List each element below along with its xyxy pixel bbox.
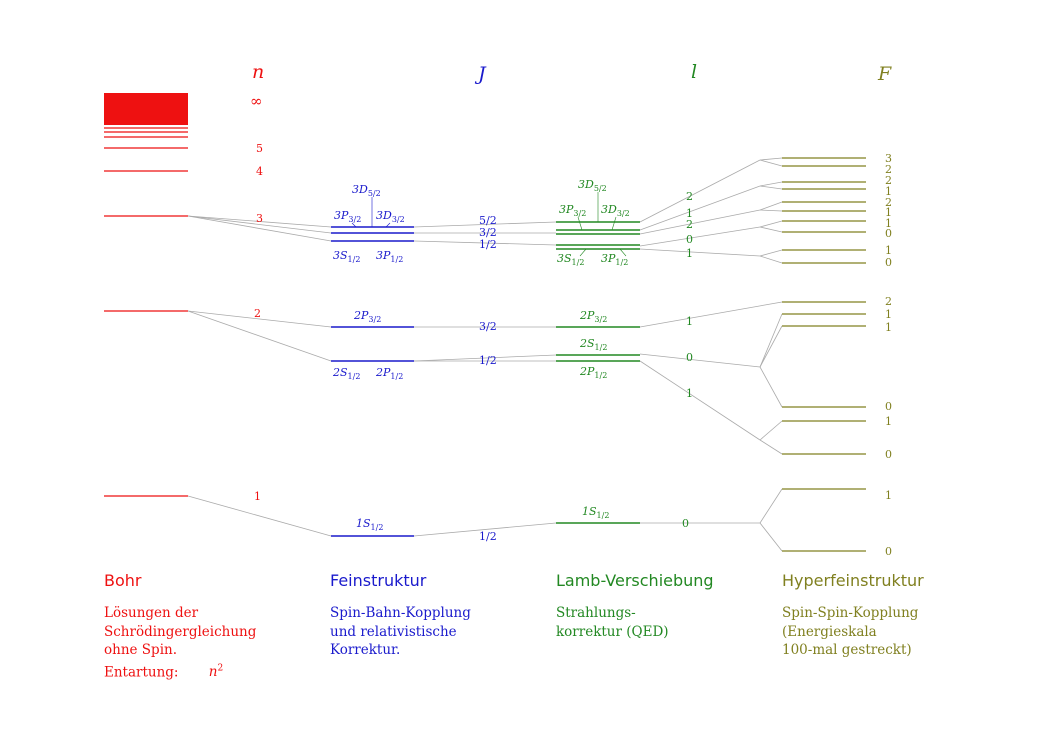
- header-J: J: [474, 63, 487, 85]
- n-label-1: 1: [254, 490, 261, 503]
- header-n: n: [252, 61, 264, 83]
- lamb-2P32-label: 2P3/2: [579, 309, 607, 324]
- bohr-continuum-block: [104, 93, 188, 125]
- j-label-n1-12: 1/2: [479, 530, 497, 543]
- bohr-title: Bohr: [104, 571, 142, 590]
- l-label-5: 1: [686, 315, 693, 328]
- f-label-11: 1: [885, 308, 892, 321]
- connector-lines: [187, 157, 783, 552]
- f-label-1: 2: [885, 163, 892, 176]
- hyper-desc-line: 100-mal gestreckt): [782, 642, 912, 658]
- l-label-4: 1: [686, 247, 693, 260]
- j-label-n3-12: 1/2: [479, 238, 497, 251]
- l-label-6: 0: [686, 351, 693, 364]
- f-label-5: 1: [885, 206, 892, 219]
- l-label-2: 2: [686, 218, 693, 231]
- fine-3P32-label: 3P3/2: [334, 209, 361, 224]
- f-label-15: 0: [885, 448, 892, 461]
- f-label-9: 0: [885, 256, 892, 269]
- fine-desc-line: Spin-Bahn-Kopplung: [330, 605, 471, 621]
- l-label-1: 1: [686, 207, 693, 220]
- lamb-levels: [556, 192, 640, 524]
- header-F: F: [877, 63, 892, 85]
- j-label-n2-12: 1/2: [479, 354, 497, 367]
- lamb-1S12-label: 1S1/2: [582, 505, 609, 520]
- bohr-levels: [104, 93, 188, 497]
- n-label-2: 2: [254, 307, 261, 320]
- f-label-16: 1: [885, 489, 892, 502]
- fine-3D52-label: 3D5/2: [352, 183, 381, 198]
- hyper-description: Spin-Spin-Kopplung (Energieskala 100-mal…: [782, 604, 918, 660]
- j-label-n2-32: 3/2: [479, 320, 497, 333]
- f-label-10: 2: [885, 295, 892, 308]
- fine-3D32-label: 3D3/2: [376, 209, 405, 224]
- infinity-label: ∞: [250, 92, 263, 110]
- lamb-2P12-label: 2P1/2: [579, 365, 607, 380]
- l-label-0: 2: [686, 190, 693, 203]
- f-label-14: 1: [885, 415, 892, 428]
- f-label-4: 2: [885, 196, 892, 209]
- n-label-5: 5: [256, 142, 263, 155]
- fine-description: Spin-Bahn-Kopplung und relativistische K…: [330, 604, 471, 660]
- degeneracy-label: Entartung:: [104, 664, 179, 680]
- j-label-n3-52: 5/2: [479, 214, 497, 227]
- fine-3S12-label: 3S1/2: [333, 249, 360, 264]
- f-label-12: 1: [885, 321, 892, 334]
- hyper-desc-line: (Energieskala: [782, 623, 877, 640]
- fine-2P32-label: 2P3/2: [353, 309, 381, 324]
- fine-3P12-label: 3P1/2: [376, 249, 403, 264]
- n-label-3: 3: [256, 212, 263, 225]
- fine-1S12-label: 1S1/2: [356, 517, 383, 532]
- fine-title: Feinstruktur: [330, 571, 427, 590]
- bohr-desc-line: Schrödingergleichung: [104, 623, 257, 640]
- lamb-desc-line: Strahlungs-: [556, 605, 636, 621]
- f-label-8: 1: [885, 244, 892, 257]
- lamb-title: Lamb-Verschiebung: [556, 571, 714, 590]
- bohr-desc-line: Lösungen der: [104, 605, 199, 621]
- f-label-2: 2: [885, 174, 892, 187]
- f-label-13: 0: [885, 400, 892, 413]
- lamb-3D52-label: 3D5/2: [578, 178, 607, 193]
- f-label-0: 3: [885, 152, 892, 165]
- bohr-degeneracy-line: Entartung: n2: [104, 660, 256, 682]
- degeneracy-formula: n2: [208, 663, 224, 681]
- lamb-3D32-label: 3D3/2: [601, 203, 630, 218]
- lamb-3S12-label: 3S1/2: [557, 252, 584, 267]
- lamb-desc-line: korrektur (QED): [556, 623, 669, 640]
- fine-2P12-label: 2P1/2: [375, 366, 403, 381]
- hyperfine-levels: [782, 157, 866, 552]
- hyper-title: Hyperfeinstruktur: [782, 571, 924, 590]
- lamb-2S12-label: 2S1/2: [579, 337, 607, 352]
- n-label-4: 4: [256, 165, 263, 178]
- f-label-6: 1: [885, 217, 892, 230]
- fine-2S12-label: 2S1/2: [332, 366, 360, 381]
- l-label-3: 0: [686, 233, 693, 246]
- f-label-7: 0: [885, 227, 892, 240]
- l-label-8: 0: [682, 517, 689, 530]
- j-label-n3-32: 3/2: [479, 226, 497, 239]
- lamb-3P32-label: 3P3/2: [559, 203, 586, 218]
- l-label-7: 1: [686, 387, 693, 400]
- header-l: l: [691, 61, 697, 83]
- fine-levels: [331, 197, 414, 537]
- f-label-17: 0: [885, 545, 892, 558]
- f-label-3: 1: [885, 185, 892, 198]
- hyper-desc-line: Spin-Spin-Kopplung: [782, 605, 919, 621]
- lamb-description: Strahlungs- korrektur (QED): [556, 604, 669, 641]
- fine-desc-line: Korrektur.: [330, 642, 401, 658]
- bohr-desc-line: ohne Spin.: [104, 642, 177, 658]
- fine-desc-line: und relativistische: [330, 623, 457, 640]
- bohr-description: Lösungen der Schrödingergleichung ohne S…: [104, 604, 256, 682]
